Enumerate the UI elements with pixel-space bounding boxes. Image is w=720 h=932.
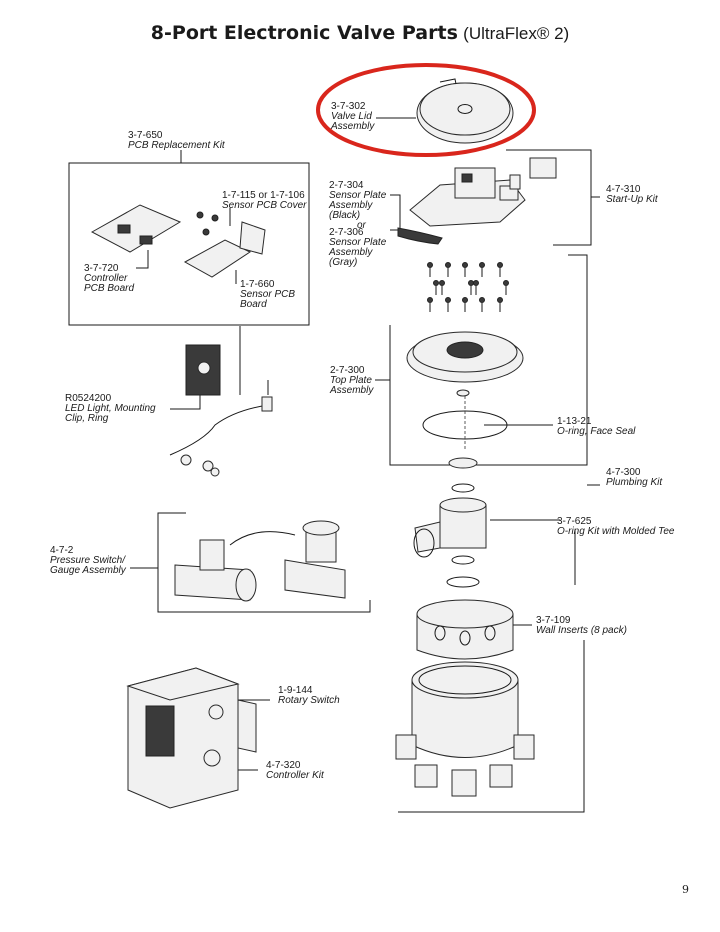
part-name-line: (Black) — [329, 210, 360, 221]
pressure-gauge-assembly — [174, 520, 346, 602]
part-number: 2-7-300 — [330, 365, 365, 376]
valve-lid — [416, 78, 514, 144]
screw — [497, 262, 503, 277]
part-name-line: Sensor Plate — [329, 237, 387, 248]
screw — [468, 280, 474, 295]
part-name-line: Start-Up Kit — [606, 194, 659, 205]
part-number: R0524200 — [65, 393, 112, 404]
callout-lines — [68, 117, 600, 813]
title-suffix: (UltraFlex® 2) — [463, 24, 570, 43]
part-name-line: Sensor PCB — [240, 289, 295, 300]
part-number: 4-7-2 — [50, 545, 74, 556]
part-number: 3-7-302 — [331, 101, 366, 112]
screw — [427, 297, 433, 312]
part-number: 2-7-304 — [329, 180, 364, 191]
part-number: 2-7-306 — [329, 227, 364, 238]
pcb-kit-box — [68, 162, 310, 326]
wall-inserts — [416, 599, 514, 660]
screw — [427, 262, 433, 277]
part-name-line: Sensor PCB Cover — [222, 200, 307, 211]
part-name-line: O-ring Kit with Molded Tee — [557, 526, 675, 537]
part-number: 4-7-310 — [606, 184, 641, 195]
part-number: 1-7-660 — [240, 279, 275, 290]
part-number: 1-7-115 or 1-7-106 — [222, 190, 305, 201]
part-name-line: LED Light, Mounting — [65, 403, 156, 414]
screw — [462, 262, 468, 277]
pcb-kit-contents — [90, 204, 266, 278]
part-number: 3-7-720 — [84, 263, 119, 274]
screw — [503, 280, 509, 295]
face-seal-oring — [422, 396, 508, 450]
screw — [439, 280, 445, 295]
screw — [433, 280, 439, 295]
screw — [479, 297, 485, 312]
part-name-line: Controller — [84, 273, 128, 284]
part-name-line: Valve Lid — [331, 111, 372, 122]
part-label-oring: 1-13-21O-ring, Face Seal — [557, 416, 636, 437]
screw — [473, 280, 479, 295]
part-number: 4-7-300 — [606, 467, 641, 478]
page-title: 8-Port Electronic Valve Parts (UltraFlex… — [0, 22, 720, 45]
part-name-line: PCB Board — [84, 283, 134, 294]
screw — [445, 262, 451, 277]
part-name-line: or — [357, 220, 367, 231]
part-number: 1-9-144 — [278, 685, 313, 696]
screw — [462, 297, 468, 312]
screw — [445, 297, 451, 312]
part-name-line: Plumbing Kit — [606, 477, 663, 488]
part-name-line: PCB Replacement Kit — [128, 140, 226, 151]
title-main: 8-Port Electronic Valve Parts — [150, 22, 458, 44]
part-name-line: Top Plate — [330, 375, 372, 386]
part-number: 1-13-21 — [557, 416, 592, 427]
lid-highlight-circle — [316, 63, 536, 157]
part-name-line: Assembly — [328, 247, 373, 258]
part-number: 3-7-625 — [557, 516, 592, 527]
part-name-line: Pressure Switch/ — [50, 555, 126, 566]
part-name-line: (Gray) — [329, 257, 357, 268]
screws — [427, 262, 509, 312]
plumbing-parts — [413, 457, 487, 588]
controller-box — [126, 667, 257, 809]
part-name-line: Rotary Switch — [278, 695, 340, 706]
part-name-line: Assembly — [330, 121, 375, 132]
part-name-line: Board — [240, 299, 267, 310]
part-name-line: Controller Kit — [266, 770, 325, 781]
part-name-line: O-ring, Face Seal — [557, 426, 636, 437]
screw — [497, 297, 503, 312]
part-name-line: Clip, Ring — [65, 413, 109, 424]
led-light — [169, 344, 273, 477]
sensor-plate-assembly — [397, 157, 557, 245]
part-number: 3-7-650 — [128, 130, 163, 141]
top-plate — [406, 331, 524, 397]
page-number: 9 — [682, 883, 689, 896]
part-number: 4-7-320 — [266, 760, 301, 771]
part-name-line: Sensor Plate — [329, 190, 387, 201]
part-name-line: Wall Inserts (8 pack) — [536, 625, 627, 636]
part-name-line: Gauge Assembly — [50, 565, 127, 576]
part-name-line: Assembly — [328, 200, 373, 211]
valve-body — [395, 661, 535, 797]
part-name-line: Assembly — [329, 385, 374, 396]
screw — [479, 262, 485, 277]
part-number: 3-7-109 — [536, 615, 571, 626]
